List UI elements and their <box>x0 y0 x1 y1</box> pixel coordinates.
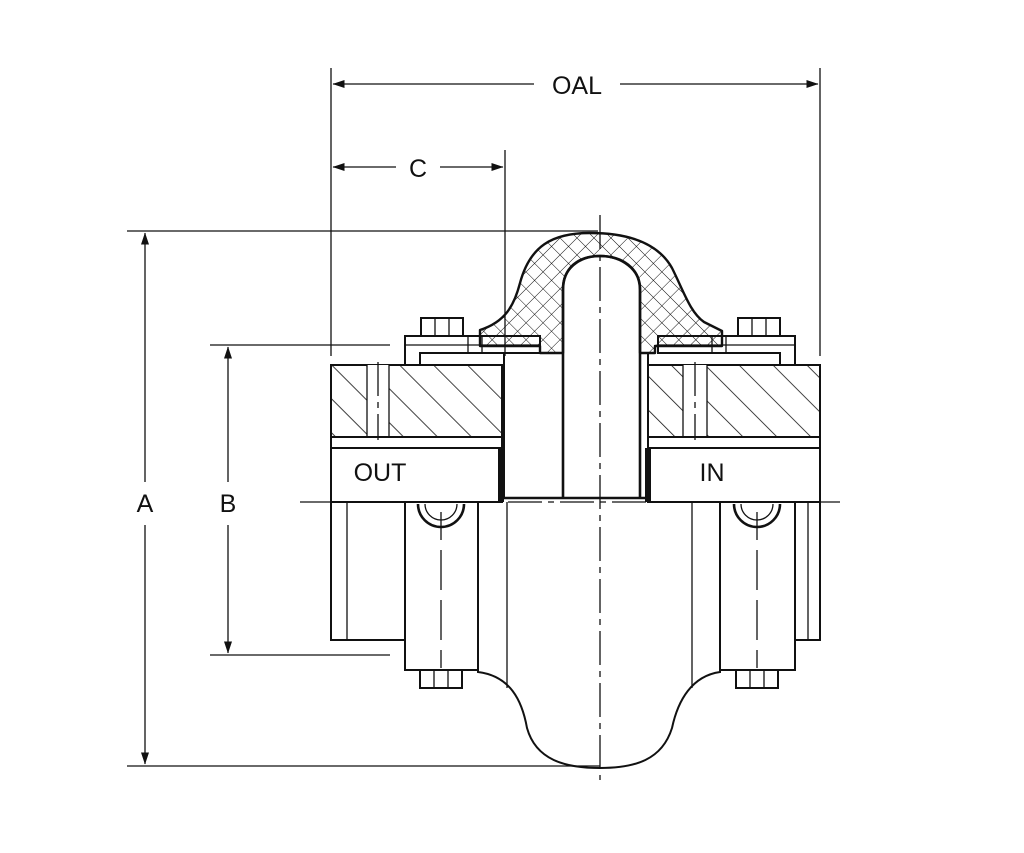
in-flange-section <box>647 362 821 440</box>
dimension-label-b: B <box>220 490 237 518</box>
centerlines <box>300 215 840 780</box>
in-hub-label: IN <box>700 459 725 487</box>
clamp-ring-in <box>657 335 796 366</box>
nut-lower-out <box>419 669 463 689</box>
nut-upper-in <box>737 317 781 337</box>
dimension-label-oal: OAL <box>552 72 602 100</box>
clamp-ring-out <box>404 335 541 366</box>
dimension-label-a: A <box>137 490 154 518</box>
dimension-label-c: C <box>409 155 427 183</box>
nut-lower-in <box>735 669 779 689</box>
out-flange-section <box>330 362 503 440</box>
in-hub-lower <box>719 501 821 671</box>
out-hub-lower <box>330 501 479 671</box>
dimension-b <box>210 344 390 656</box>
in-hub-bore <box>645 436 821 503</box>
lower-tire-exterior <box>477 502 721 770</box>
dimension-a <box>127 230 600 767</box>
out-hub-label: OUT <box>354 459 407 487</box>
dimension-oal <box>330 68 821 356</box>
nut-upper-out <box>420 317 464 337</box>
